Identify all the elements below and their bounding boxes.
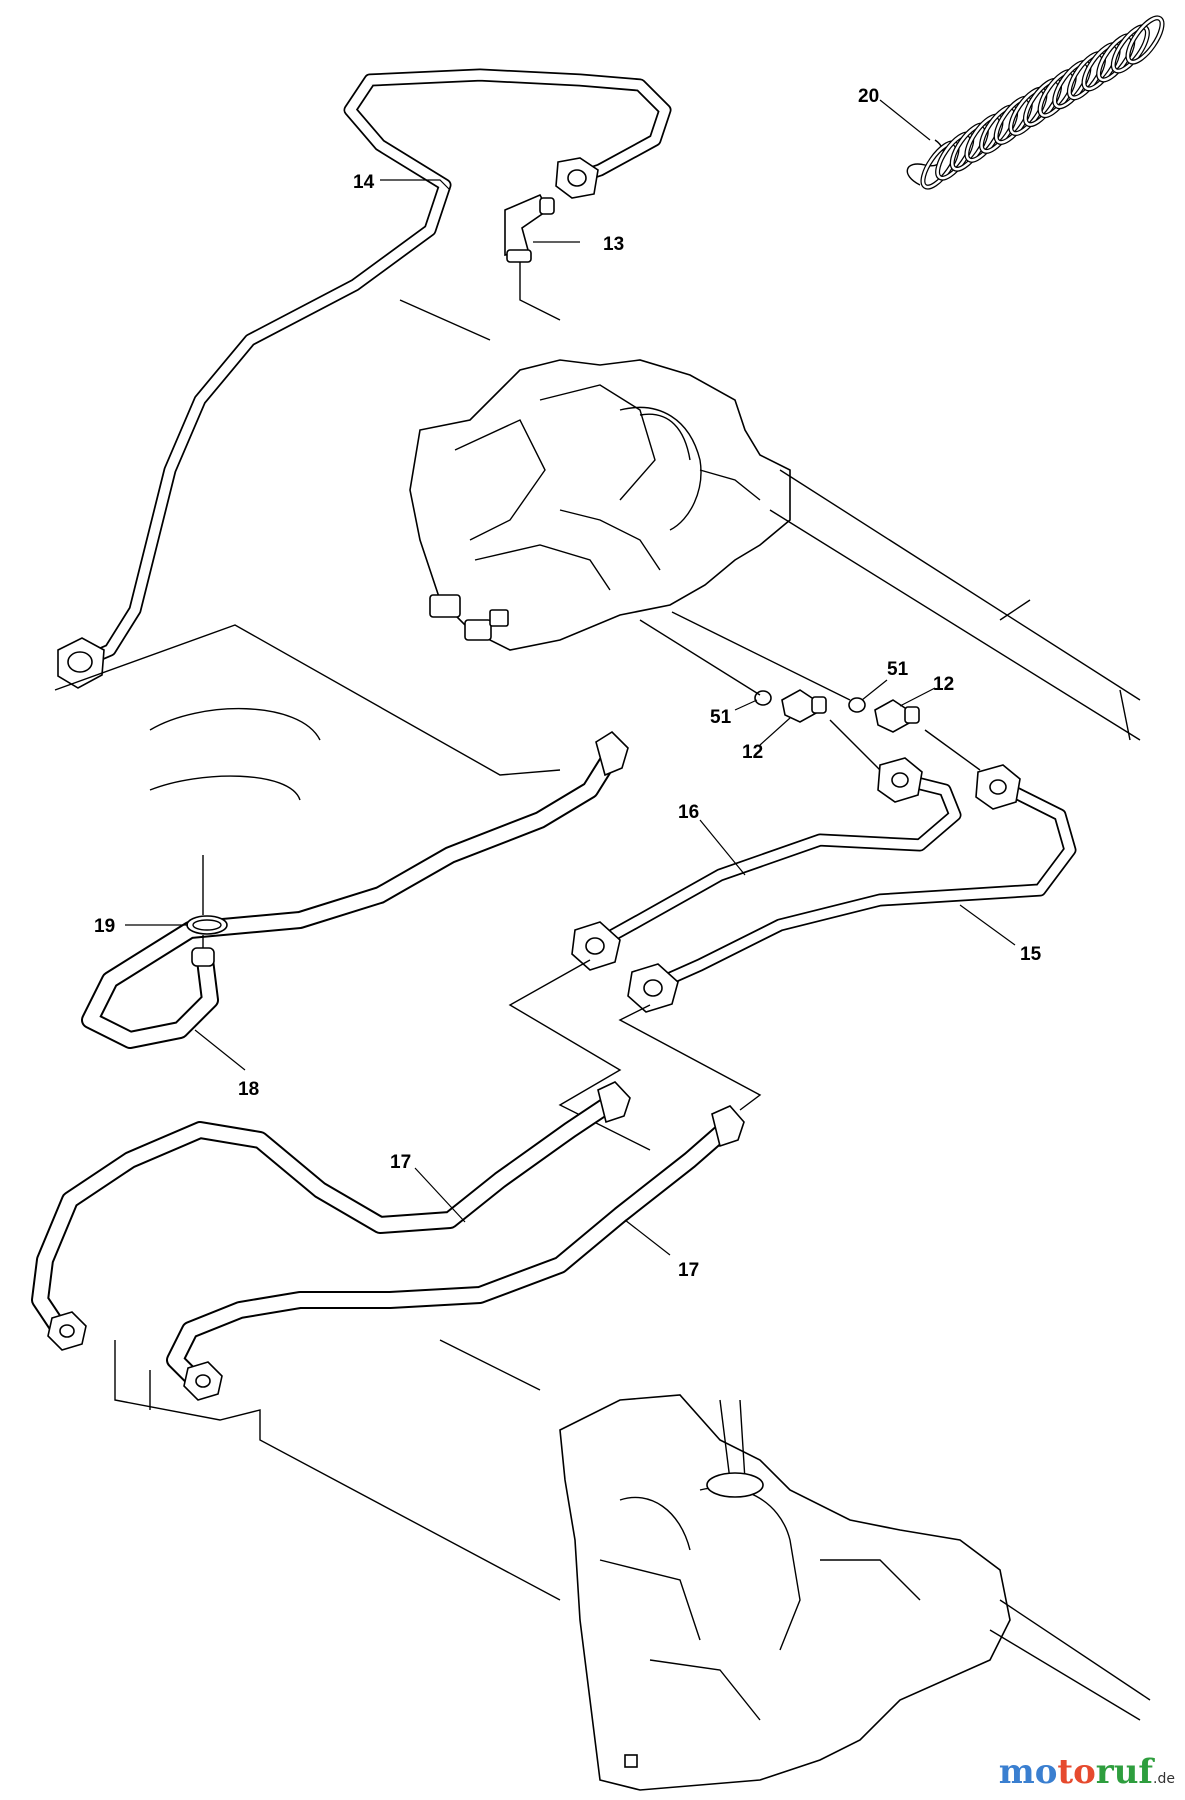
leader-15 <box>959 904 1016 946</box>
hose-clamp-19 <box>186 855 228 948</box>
leader-14 <box>380 179 451 191</box>
connection-line-16 <box>829 719 881 771</box>
leader-51-right <box>861 679 888 701</box>
part-labels: 20 14 13 51 12 51 12 16 15 19 18 17 17 <box>94 86 1042 1281</box>
spring-coil-20 <box>906 15 1165 190</box>
adapter-12-right <box>874 699 920 733</box>
brand-part-1: mo <box>998 1752 1058 1792</box>
tube-14 <box>57 68 672 689</box>
label-part-51-left: 51 <box>710 707 732 728</box>
label-part-15: 15 <box>1020 944 1042 965</box>
label-part-20: 20 <box>858 86 879 107</box>
hydrostatic-pump-assembly <box>399 299 1141 741</box>
connection-line-15 <box>924 729 981 771</box>
brand-suffix: .de <box>1153 1771 1175 1787</box>
hose-17-upper <box>31 1081 631 1351</box>
hose-17-lower <box>166 1105 745 1401</box>
leader-16 <box>699 819 746 876</box>
brand-part-3: ruf <box>1095 1752 1154 1792</box>
leader-18 <box>194 1029 246 1071</box>
adapter-12-left <box>781 689 827 723</box>
tube-16 <box>571 757 962 971</box>
label-part-17-lower: 17 <box>678 1260 699 1281</box>
brand-watermark: motoruf.de <box>999 1752 1175 1792</box>
elbow-fitting-13 <box>504 193 561 321</box>
label-part-12-right: 12 <box>933 674 954 695</box>
leader-12-right <box>899 687 936 707</box>
connection-line-right <box>671 611 851 701</box>
label-part-13: 13 <box>603 234 624 255</box>
leader-51-left <box>734 699 758 711</box>
spring-coil-highlight <box>1126 16 1164 64</box>
leader-20 <box>879 99 931 141</box>
label-part-19: 19 <box>94 916 115 937</box>
transaxle-assembly <box>439 1339 1151 1791</box>
leader-12-left <box>759 717 791 746</box>
hose-18 <box>81 730 629 1049</box>
tube-15 <box>627 764 1077 1013</box>
label-part-17-upper: 17 <box>390 1152 411 1173</box>
label-part-12-left: 12 <box>742 742 763 763</box>
brand-part-2: to <box>1057 1752 1096 1792</box>
label-part-18: 18 <box>238 1079 259 1100</box>
label-part-16: 16 <box>678 802 699 823</box>
label-part-51-right: 51 <box>887 659 909 680</box>
leader-17-lower <box>624 1219 671 1256</box>
connection-line-left <box>639 619 761 696</box>
leader-17-upper <box>414 1167 466 1223</box>
label-part-14: 14 <box>353 172 375 193</box>
oring-51-right <box>848 697 866 713</box>
leader-lines <box>125 99 1016 1256</box>
